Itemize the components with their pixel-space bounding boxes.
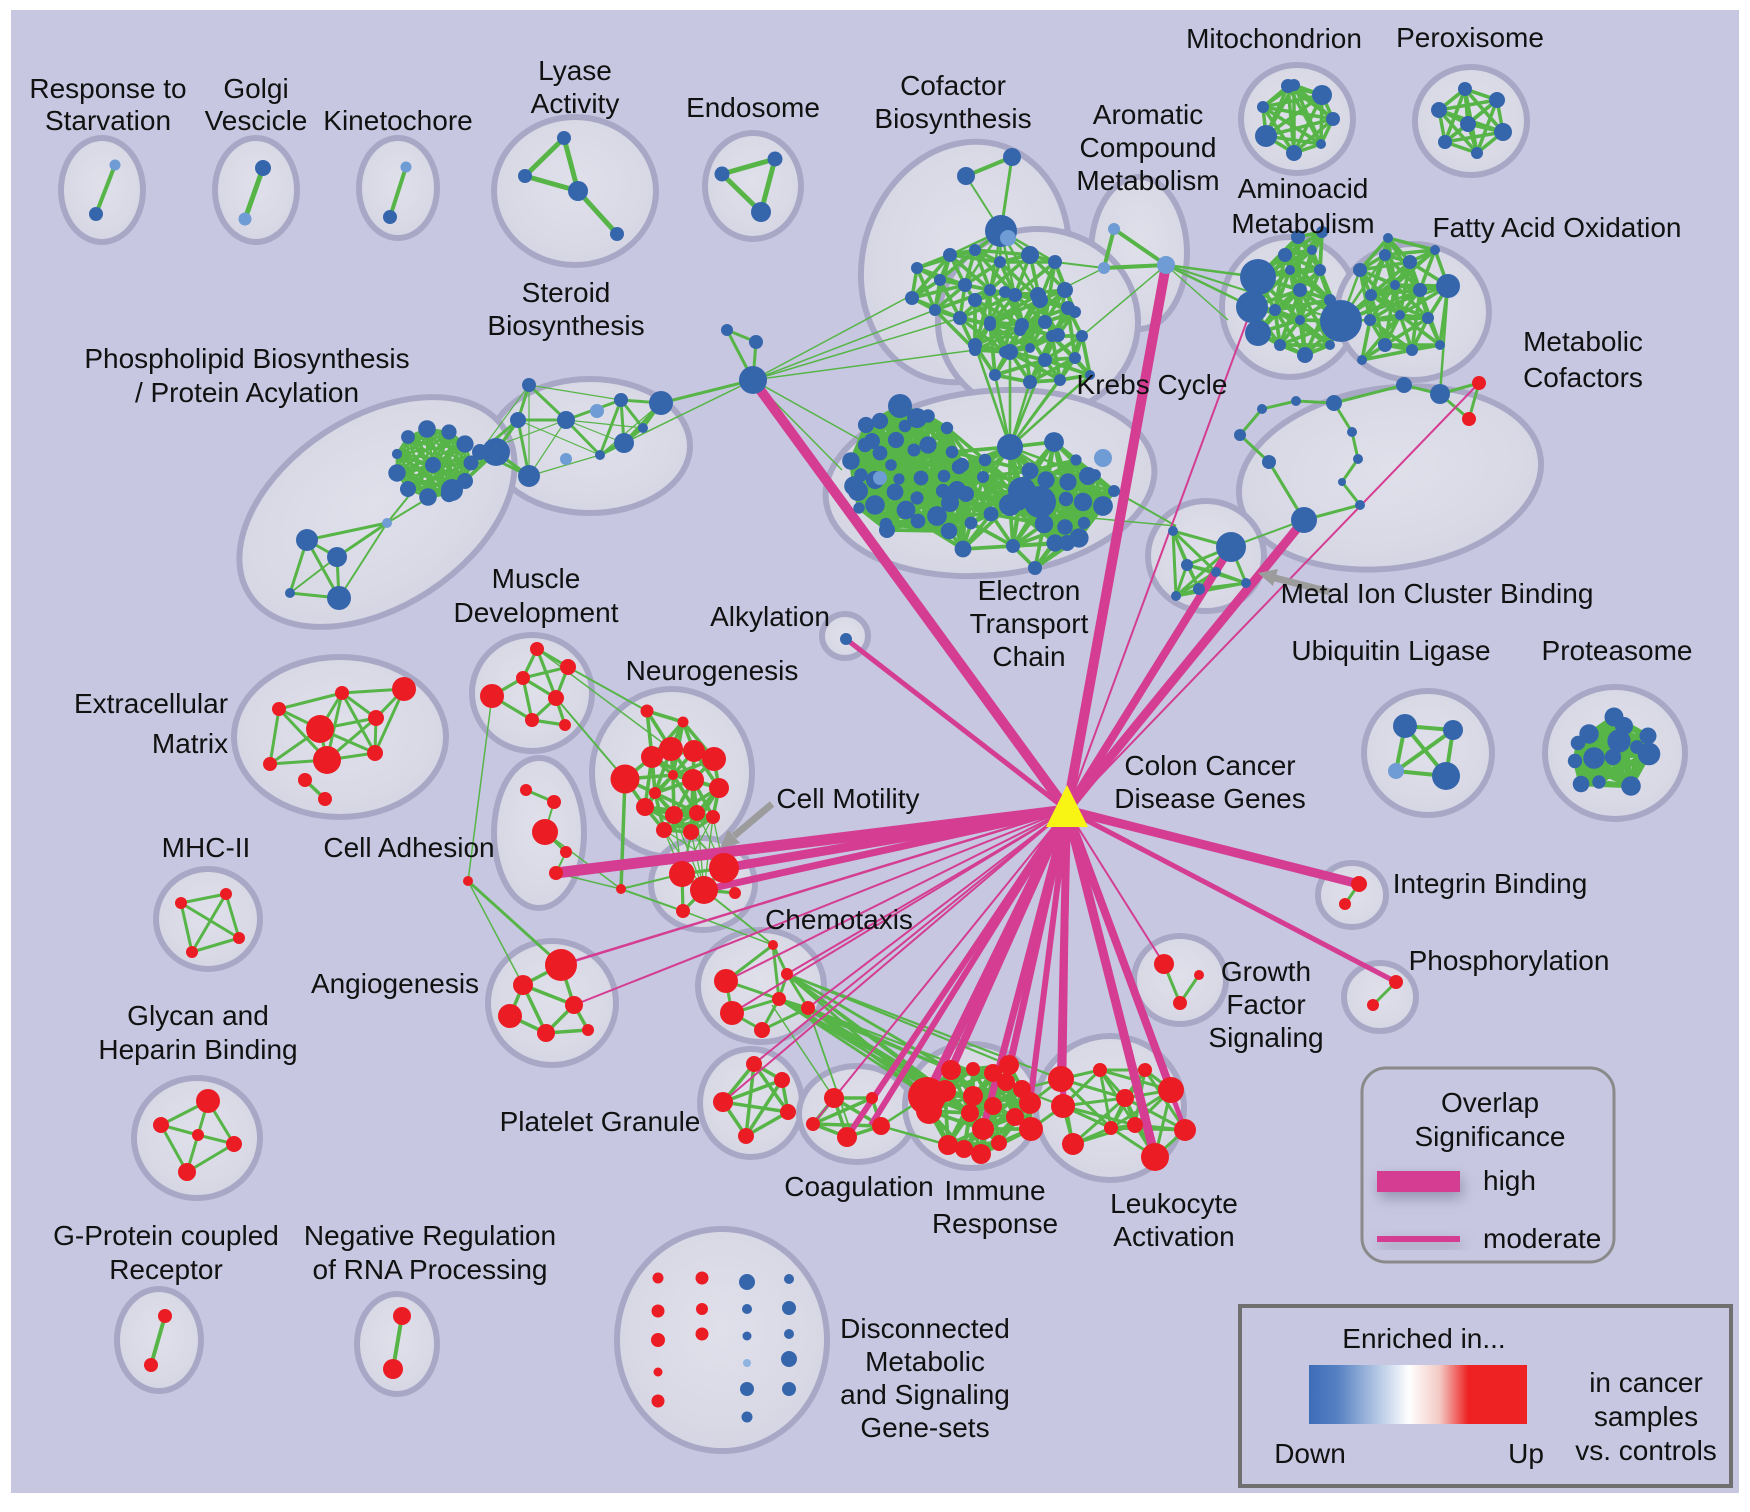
svg-text:MHC-II: MHC-II xyxy=(162,832,251,863)
svg-text:Kinetochore: Kinetochore xyxy=(323,105,472,136)
svg-text:Up: Up xyxy=(1508,1438,1544,1469)
svg-text:Golgi: Golgi xyxy=(223,73,288,104)
svg-text:Endosome: Endosome xyxy=(686,92,820,123)
svg-text:Chain: Chain xyxy=(992,641,1065,672)
svg-text:Factor: Factor xyxy=(1226,989,1305,1020)
svg-text:Significance: Significance xyxy=(1415,1121,1566,1152)
svg-text:Coagulation: Coagulation xyxy=(784,1171,933,1202)
svg-text:Response to: Response to xyxy=(29,73,186,104)
svg-text:Growth: Growth xyxy=(1221,956,1311,987)
svg-text:Muscle: Muscle xyxy=(492,563,581,594)
svg-text:Activity: Activity xyxy=(531,88,620,119)
svg-text:Proteasome: Proteasome xyxy=(1542,635,1693,666)
svg-text:Metabolism: Metabolism xyxy=(1231,208,1374,239)
svg-text:Krebs Cycle: Krebs Cycle xyxy=(1077,369,1228,400)
svg-text:in cancer: in cancer xyxy=(1589,1367,1703,1398)
svg-text:Platelet Granule: Platelet Granule xyxy=(500,1106,701,1137)
svg-text:Lyase: Lyase xyxy=(538,55,612,86)
svg-text:Immune: Immune xyxy=(944,1175,1045,1206)
svg-text:high: high xyxy=(1483,1165,1536,1196)
svg-text:Ubiquitin Ligase: Ubiquitin Ligase xyxy=(1291,635,1490,666)
svg-text:Electron: Electron xyxy=(978,575,1081,606)
svg-text:Activation: Activation xyxy=(1113,1221,1234,1252)
svg-text:Angiogenesis: Angiogenesis xyxy=(311,968,479,999)
svg-text:Starvation: Starvation xyxy=(45,105,171,136)
svg-text:Peroxisome: Peroxisome xyxy=(1396,22,1544,53)
svg-text:Phosphorylation: Phosphorylation xyxy=(1409,945,1610,976)
svg-text:Aromatic: Aromatic xyxy=(1093,99,1203,130)
svg-text:Extracellular: Extracellular xyxy=(74,688,228,719)
svg-text:Overlap: Overlap xyxy=(1441,1087,1539,1118)
svg-text:Mitochondrion: Mitochondrion xyxy=(1186,23,1362,54)
svg-text:Metal Ion Cluster Binding: Metal Ion Cluster Binding xyxy=(1281,578,1594,609)
svg-text:and Signaling: and Signaling xyxy=(840,1379,1010,1410)
svg-text:samples: samples xyxy=(1594,1401,1698,1432)
svg-text:of RNA Processing: of RNA Processing xyxy=(313,1254,548,1285)
svg-text:Aminoacid: Aminoacid xyxy=(1238,173,1369,204)
svg-text:vs. controls: vs. controls xyxy=(1575,1435,1717,1466)
svg-text:Disease Genes: Disease Genes xyxy=(1114,783,1305,814)
svg-text:Signaling: Signaling xyxy=(1208,1022,1323,1053)
svg-text:Enriched in...: Enriched in... xyxy=(1342,1323,1505,1354)
svg-text:Leukocyte: Leukocyte xyxy=(1110,1188,1238,1219)
svg-text:Phospholipid Biosynthesis: Phospholipid Biosynthesis xyxy=(84,343,409,374)
svg-text:Fatty Acid Oxidation: Fatty Acid Oxidation xyxy=(1432,212,1681,243)
svg-text:Cell Motility: Cell Motility xyxy=(776,783,919,814)
svg-text:moderate: moderate xyxy=(1483,1223,1601,1254)
svg-text:Chemotaxis: Chemotaxis xyxy=(765,904,913,935)
svg-text:Cofactor: Cofactor xyxy=(900,70,1006,101)
svg-text:Metabolism: Metabolism xyxy=(1076,165,1219,196)
svg-text:Colon Cancer: Colon Cancer xyxy=(1124,750,1295,781)
svg-text:Response: Response xyxy=(932,1208,1058,1239)
svg-text:Matrix: Matrix xyxy=(152,728,228,759)
svg-text:Compound: Compound xyxy=(1080,132,1217,163)
svg-text:Biosynthesis: Biosynthesis xyxy=(874,103,1031,134)
svg-text:Biosynthesis: Biosynthesis xyxy=(487,310,644,341)
svg-text:Steroid: Steroid xyxy=(522,277,611,308)
svg-text:Alkylation: Alkylation xyxy=(710,601,830,632)
svg-text:Receptor: Receptor xyxy=(109,1254,223,1285)
svg-text:Heparin Binding: Heparin Binding xyxy=(98,1034,297,1065)
svg-text:/ Protein Acylation: / Protein Acylation xyxy=(135,377,359,408)
svg-text:Metabolic: Metabolic xyxy=(865,1346,985,1377)
svg-text:Neurogenesis: Neurogenesis xyxy=(626,655,799,686)
svg-text:Cell Adhesion: Cell Adhesion xyxy=(323,832,494,863)
svg-text:Transport: Transport xyxy=(970,608,1089,639)
svg-text:Glycan and: Glycan and xyxy=(127,1000,269,1031)
svg-text:Cofactors: Cofactors xyxy=(1523,362,1643,393)
svg-text:G-Protein coupled: G-Protein coupled xyxy=(53,1220,279,1251)
svg-text:Disconnected: Disconnected xyxy=(840,1313,1010,1344)
svg-text:Down: Down xyxy=(1274,1438,1346,1469)
svg-text:Integrin Binding: Integrin Binding xyxy=(1393,868,1588,899)
svg-text:Negative Regulation: Negative Regulation xyxy=(304,1220,556,1251)
svg-text:Development: Development xyxy=(454,597,619,628)
svg-text:Vescicle: Vescicle xyxy=(205,105,308,136)
svg-text:Metabolic: Metabolic xyxy=(1523,326,1643,357)
svg-text:Gene-sets: Gene-sets xyxy=(860,1412,989,1443)
